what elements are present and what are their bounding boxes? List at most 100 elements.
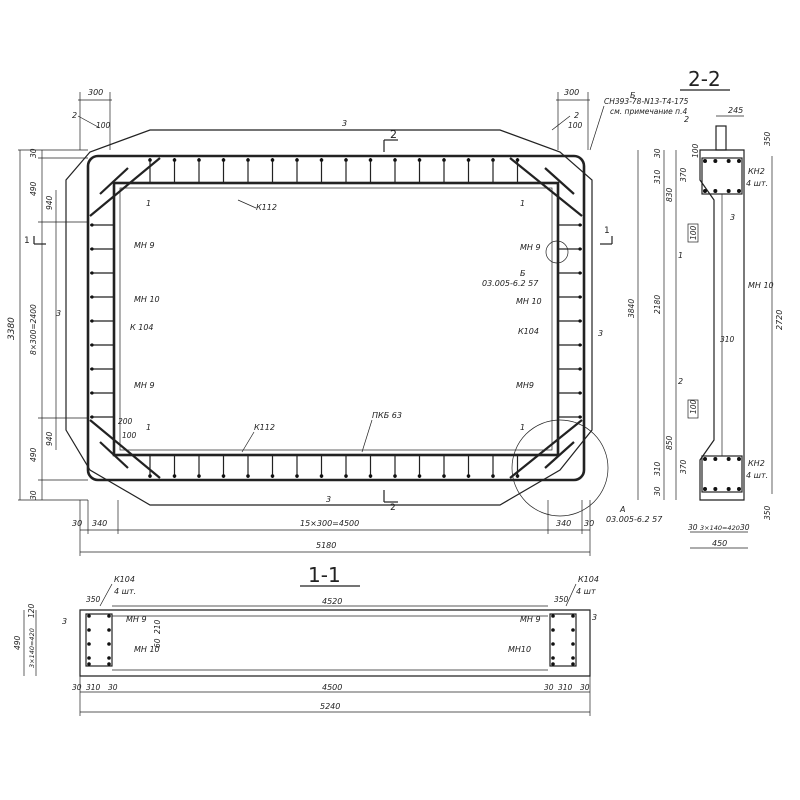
- corner-bar-tl: [89, 157, 161, 217]
- detail-circle-b: [545, 240, 569, 264]
- side-dim-350-bot: 350: [763, 505, 772, 520]
- side-lbl-4sht-top: 4 шт.: [746, 179, 768, 188]
- cage-inner: [112, 181, 560, 457]
- beam-dim-b310-r: 310: [558, 683, 573, 692]
- side-dim-370-t: 370: [679, 167, 688, 182]
- side-bot-cage: [701, 455, 743, 493]
- rebar-dot-bottom: [221, 474, 226, 478]
- side-dim-30-br: 30: [740, 523, 750, 532]
- side-rebar-dot: [726, 189, 731, 193]
- lbl-mn9-l1: МН 9: [134, 241, 155, 250]
- rebar-dot-bottom: [466, 474, 471, 478]
- side-pin-2: [687, 399, 699, 419]
- lbl-k112-bot: К112: [254, 423, 275, 432]
- rebar-dot-bottom: [368, 474, 373, 478]
- rebar-dot-bottom: [246, 474, 250, 478]
- beam-lbl-4sht-r: 4 шт: [576, 587, 596, 596]
- rebar-dot-left: [90, 415, 94, 419]
- side-rebar-dot: [726, 487, 731, 491]
- side-rebar-dot: [726, 159, 731, 163]
- plan-outer-outline: [65, 129, 593, 506]
- beam-leader-k104-r: [565, 583, 577, 607]
- rebar-dot-top: [319, 158, 324, 162]
- rebar-dot-bottom: [417, 474, 422, 478]
- beam-dim-b30-r: 30: [544, 683, 554, 692]
- plan-view: 2 2 1 1 300 300 30 490 940 3380: [7, 88, 689, 556]
- rebar-dot-top: [246, 158, 250, 162]
- rebar-dot-right: [578, 343, 582, 347]
- beam-dim-210: 210: [153, 619, 162, 634]
- side-rebar-dot: [713, 189, 718, 193]
- corner-bar-bl2: [99, 441, 129, 469]
- side-lbl-kn2-bot: КН2: [748, 459, 765, 468]
- side-dim-100-t: 100: [691, 143, 700, 158]
- rebar-dot-top: [466, 158, 471, 162]
- dim-left-3380: 3380: [7, 317, 17, 340]
- lbl-3-left: 3: [56, 309, 61, 318]
- beam-rebar-dot: [87, 662, 91, 666]
- rebar-dot-bottom: [491, 474, 495, 478]
- rebar-dot-bottom: [197, 474, 201, 478]
- section-2-2: 2-2 245 350 2 30 100 310 370 830 КН2 4 ш…: [627, 67, 784, 549]
- rebar-dot-top: [491, 158, 495, 162]
- lbl-k104-l: К 104: [130, 323, 154, 332]
- dim-left-30-bot: 30: [29, 490, 38, 500]
- stirrups-top: [148, 158, 520, 183]
- note-cm: см. примечание п.4: [610, 107, 687, 116]
- rebar-dot-bottom: [442, 474, 446, 478]
- side-lbl-100-b: 100: [689, 399, 698, 414]
- beam-rebar-dot: [571, 614, 575, 618]
- rebar-dot-right: [578, 391, 582, 395]
- leader-k112-top: [237, 199, 257, 209]
- side-lbl-2b: 2: [678, 377, 683, 386]
- note-cn: СН393-78-N13-Т4-175: [604, 97, 689, 106]
- side-dim-245-txt: 245: [728, 106, 743, 115]
- rebar-dot-right: [578, 295, 582, 299]
- beam-dim-350-l: 350: [86, 595, 101, 604]
- beam-right-cage: [549, 613, 577, 667]
- rebar-dot-right: [578, 319, 582, 323]
- side-dim-3x140: 3×140=420: [700, 524, 740, 532]
- dim-bot-340-l: 340: [92, 519, 107, 528]
- lbl-1-tr: 1: [520, 199, 525, 208]
- side-dim-2180: 2180: [653, 295, 662, 314]
- rebar-dot-top: [197, 158, 201, 162]
- side-lbl-1: 1: [678, 251, 683, 260]
- lbl-100-tl: 100: [96, 121, 111, 130]
- rebar-dot-right: [578, 223, 582, 227]
- dim-left-30-top: 30: [29, 148, 38, 158]
- corner-bar-tr: [509, 157, 583, 217]
- beam-leader-k104-l: [99, 583, 113, 607]
- rebar-dot-right: [578, 415, 582, 419]
- lbl-k104-r: К104: [518, 327, 539, 336]
- beam-lbl-mn9-l: МН 9: [126, 615, 147, 624]
- beam-dots-left: [87, 614, 111, 666]
- section-mark-1-right: 1: [604, 226, 610, 236]
- rebar-dot-bottom: [270, 474, 275, 478]
- leader-2-tr: [551, 115, 571, 131]
- beam-dim-490: 490: [13, 635, 22, 650]
- beam-rebar-dot: [87, 656, 91, 660]
- section-mark-1-left: 1: [24, 236, 30, 246]
- rebar-dot-left: [90, 391, 94, 395]
- leader-note: [589, 105, 605, 151]
- beam-lbl-3-r: 3: [592, 613, 597, 622]
- side-dim-850: 850: [665, 435, 674, 450]
- lbl-b-mark: Б: [520, 269, 526, 278]
- stirrups-left: [90, 223, 114, 419]
- lbl-mn9-r2: МН9: [516, 381, 534, 390]
- rebar-dot-left: [90, 223, 94, 227]
- beam-dim-350-r: 350: [554, 595, 569, 604]
- beam-dim-60: 60: [153, 638, 162, 648]
- rebar-dot-left: [90, 343, 94, 347]
- beam-rebar-dot: [551, 614, 555, 618]
- corner-bar-tr2: [544, 167, 575, 195]
- corner-bar-br2: [544, 441, 575, 469]
- rebar-dot-right: [578, 367, 582, 371]
- side-dots-bot: [703, 457, 741, 491]
- lbl-2-tr: 2: [574, 111, 579, 120]
- corner-bar-bl: [89, 419, 161, 479]
- side-dim-30-b: 30: [653, 486, 662, 496]
- dim-left-490-top: 490: [29, 181, 38, 196]
- lbl-1-bl: 1: [146, 423, 151, 432]
